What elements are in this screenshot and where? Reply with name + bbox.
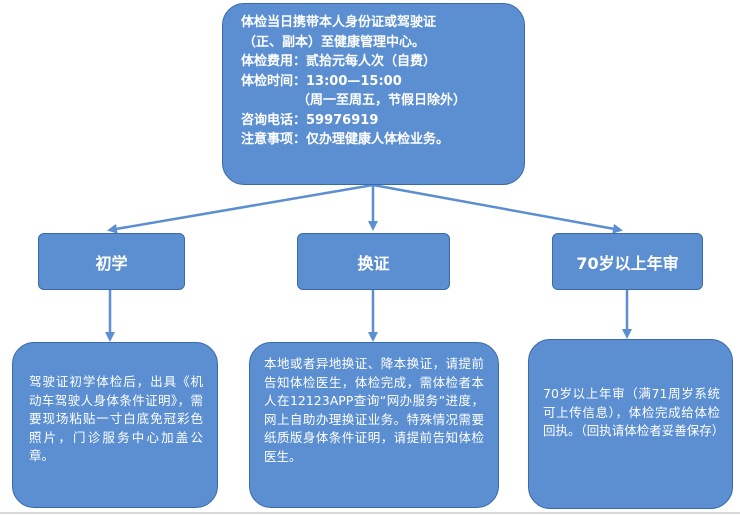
info-line-id-cont: （正、副本）至健康管理中心。 (243, 34, 426, 50)
info-line-notice: 注意事项：仅办理健康人体检业务。 (241, 132, 450, 147)
category-first: 初学 (38, 233, 185, 290)
category-senior: 70岁以上年审 (552, 233, 703, 290)
arrow-to-senior (372, 183, 623, 234)
arrow-to-first (107, 183, 374, 234)
info-line-id: 体检当日携带本人身份证或驾驶证 (241, 15, 437, 30)
desc-senior: 70岁以上年审（满71周岁系统可上传信息），体检完成给体检回执。（回执请体检者妥… (528, 339, 733, 509)
info-box: 体检当日携带本人身份证或驾驶证 （正、副本）至健康管理中心。 体检费用：贰拾元每… (222, 3, 525, 185)
info-line-days: （周一至周五，节假日除外） (297, 93, 467, 108)
info-line-time: 体检时间：13:00—15:00 (241, 73, 402, 89)
desc-first: 驾驶证初学体检后，出具《机动车驾驶人身体条件证明》，需要现场粘贴一寸白底免冠彩色… (12, 342, 218, 508)
desc-renew: 本地或者异地换证、降本换证，请提前告知体检医生，体检完成，需体检者本人在1212… (249, 342, 499, 508)
info-line-fee: 体检费用：贰拾元每人次（自费） (241, 54, 437, 69)
info-line-phone: 咨询电话：59976919 (241, 112, 379, 128)
bottom-divider (0, 512, 740, 514)
category-renew: 换证 (297, 233, 450, 290)
